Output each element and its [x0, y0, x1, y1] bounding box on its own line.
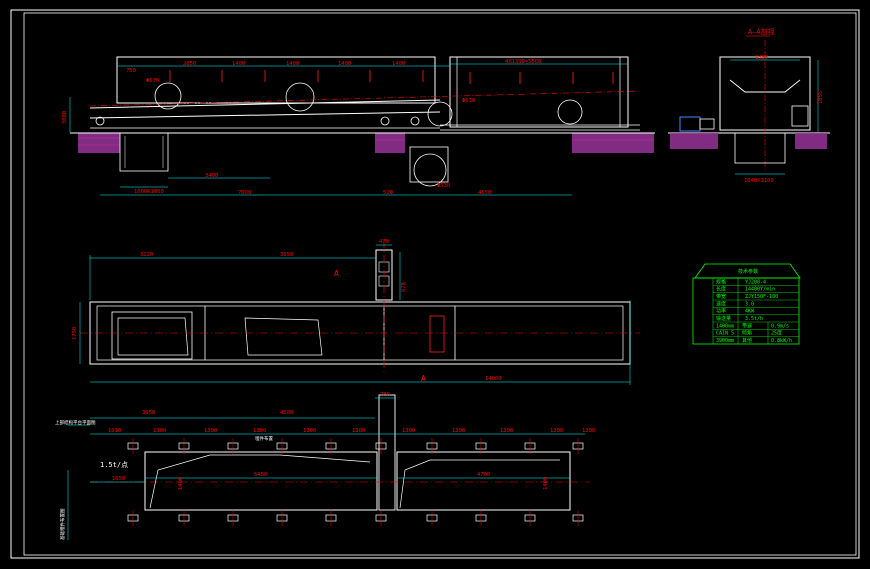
elev-dim-top-4: 1400 [286, 61, 299, 67]
foundation-spacing-dim: 1300 [352, 428, 365, 434]
foundation-inner-dim-3: 4700 [477, 472, 490, 478]
elev-dim-top-1: 750 [126, 68, 136, 74]
spec-table-cell: 14400Y/min [745, 287, 775, 293]
spec-table-cell: 带宽 [716, 293, 726, 300]
foundation-dim-top-1: 3050 [142, 410, 155, 416]
foundation-plan: 3050 4500 780 1010 1300 1300 1300 1300 1300 13… [55, 392, 595, 540]
discharge-chamber [449, 56, 629, 128]
foundation-left-label-2: 埋件布置 [255, 435, 273, 442]
spec-table: 技术参数 规格 YJ200-4 长度 14400Y/min 带宽 ZJY150F-100 速… [692, 263, 801, 345]
elevation-view: 750 2050 1400 1400 1400 1400 4X1390=5560… [62, 56, 655, 196]
foundation-left-label-1: 上部结构平台平面图 [55, 419, 96, 426]
elev-dim-top-7: 4X1390=5560 [505, 59, 541, 65]
plan-dim-2: 3950 [280, 252, 293, 258]
foundation-outline-left [144, 451, 378, 511]
elev-pulley-label-2: Φ530 [437, 183, 450, 189]
elev-dim-top-5: 1400 [338, 61, 351, 67]
foundation-bottom-left-label: 基础埋件布置图 [59, 508, 66, 540]
spec-table-cell: 功率 [716, 308, 726, 315]
belt-upper [89, 99, 441, 109]
spec-table-cell: 3900mm [716, 338, 734, 344]
foundation-spacing-dim: 1300 [550, 428, 563, 434]
plan-section-mark-2: A [421, 374, 426, 383]
foundation-inner-dim-1: 1650 [112, 476, 125, 482]
elev-dim-bottom-2: 3400 [205, 173, 218, 179]
section-dim-width: 1400 [755, 55, 768, 61]
foundation-spacing-dim: 1300 [153, 428, 166, 434]
spec-table-cell: 0.8kW/h [771, 338, 792, 344]
spec-table-cell: 4KW [745, 309, 755, 315]
plan-view: 3120 3950 470 975 1750 14000 A A [72, 239, 640, 385]
spec-table-cell: 其他 [742, 337, 752, 344]
spec-table-cell: 长度 [716, 286, 726, 293]
foundation-load-label: 1.5t/点 [100, 461, 128, 469]
foundation-outline-right [396, 451, 571, 511]
spec-table-cell: 25度 [771, 330, 782, 337]
foundation-side-label-1: 1400 [178, 477, 184, 490]
spec-table-cell: 规格 [716, 278, 726, 285]
foundation-dim-top-3: 780 [380, 392, 390, 398]
spec-table-cell: 3.0 [745, 301, 754, 307]
section-aa-view: A—A剖视 1400 1055 1040X1100 [668, 27, 830, 184]
spec-table-cell: 3.5t/h [745, 316, 763, 322]
feed-hopper [116, 56, 436, 104]
elev-height-label: 3000 [62, 111, 68, 124]
spec-table-cell: 输送量 [716, 315, 731, 322]
spec-table-title: 技术参数 [738, 268, 758, 275]
elev-dim-top-3: 1400 [232, 61, 245, 67]
belt-lower [89, 111, 441, 119]
section-title: A—A剖视 [748, 27, 775, 36]
foundation-spacing-dim: 1300 [303, 428, 316, 434]
foundation-spacing-dim: 1300 [253, 428, 266, 434]
section-dim-pit: 1040X1100 [744, 178, 774, 184]
foundation-dim-top-2: 4500 [280, 410, 293, 416]
elev-dim-bottom-5: 4650 [478, 190, 491, 196]
concrete-foundation-hatch [78, 133, 654, 153]
left-pit [119, 132, 169, 172]
plan-dim-3: 470 [379, 239, 389, 245]
plan-dim-1: 3120 [140, 252, 153, 258]
plan-section-mark-1: A [334, 269, 339, 278]
plan-dim-6: 14000 [485, 376, 502, 382]
idler-rollers [95, 82, 583, 187]
spec-table-cell: 速度 [716, 300, 726, 307]
plan-dim-5: 1750 [72, 327, 78, 340]
drive-motor [679, 116, 701, 132]
section-pit [734, 132, 786, 164]
foundation-spacing-dim: 1010 [108, 428, 121, 434]
section-dim-height: 1055 [818, 91, 824, 104]
foundation-spacing-dim: 1300 [402, 428, 415, 434]
elev-dim-bottom-4: 520 [383, 190, 393, 196]
foundation-spacing-dim: 1300 [204, 428, 217, 434]
spec-table-cell: 0.9m/s [771, 323, 789, 329]
elev-drum-label: Φ630 [146, 78, 159, 84]
spec-table-cell: ZJY150F-100 [745, 294, 778, 300]
elev-pulley-label-1: Φ630 [462, 98, 475, 104]
idler-hangers [169, 70, 614, 84]
elev-dim-bottom-3: 7000 [238, 190, 251, 196]
spec-table-cell: 1400mm [716, 323, 734, 329]
spec-table-cell: CAIN 5 [716, 331, 734, 337]
foundation-side-label-2: 1400 [543, 477, 549, 490]
elev-dim-top-2: 2050 [183, 61, 196, 67]
foundation-spacing-dim: 1300 [582, 428, 595, 434]
drawing-outer-border [10, 9, 860, 559]
spec-table-cell: 倾角 [742, 330, 752, 337]
elev-dim-bottom-1: 1000X1000 [134, 189, 164, 195]
tail-pit [409, 146, 449, 183]
foundation-spacing-dim: 1300 [500, 428, 513, 434]
foundation-inner-dim-2: 5450 [254, 472, 267, 478]
elev-dim-top-6: 1400 [392, 61, 405, 67]
spec-table-cell: YJ200-4 [745, 279, 766, 285]
plan-dim-4: 975 [401, 282, 407, 292]
spec-table-cell: 带速 [742, 323, 752, 329]
drawing-inner-border [23, 12, 857, 556]
foundation-spacing-dim: 1300 [452, 428, 465, 434]
